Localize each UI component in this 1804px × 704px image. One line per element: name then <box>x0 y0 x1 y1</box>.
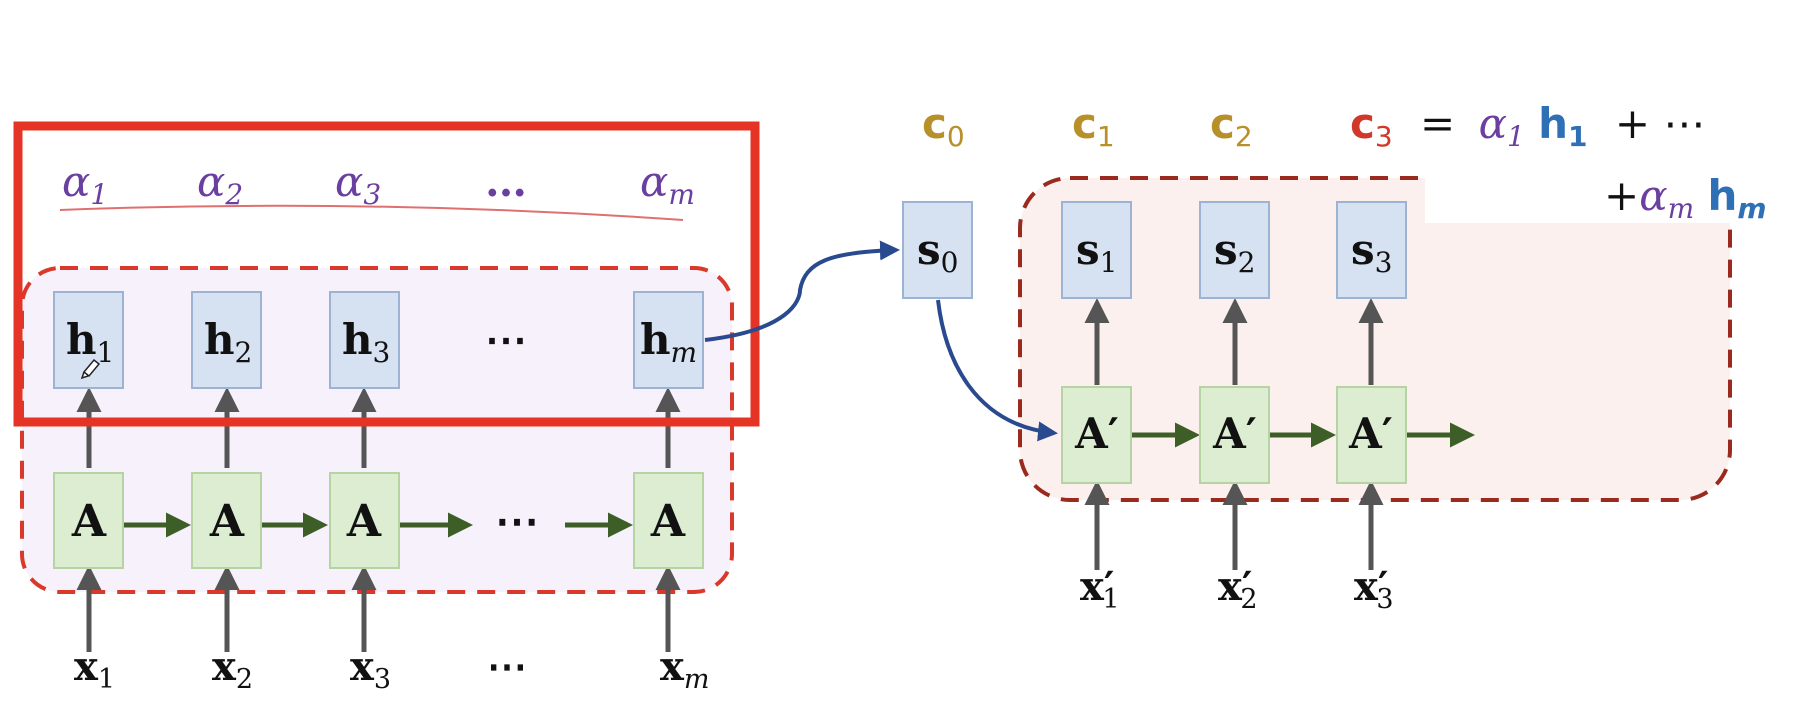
alpha-labels: α1 α2 α3 … αm <box>62 157 695 211</box>
cell-label-m: A <box>650 496 686 547</box>
encoder-input-arrows <box>76 565 681 652</box>
alpha-1: α1 <box>62 157 108 211</box>
dec-cell-label-3: A′ <box>1348 409 1393 458</box>
decoder-input-labels: x′1 x′2 x′3 <box>1080 563 1394 615</box>
dec-state-box-2 <box>1199 201 1270 299</box>
hidden-box-m <box>633 291 704 389</box>
formula-backdrop <box>1425 168 1755 223</box>
x-3: x3 <box>350 643 391 695</box>
cell-box-1 <box>53 472 124 569</box>
formula-line-1: = α1 h1 + ⋯ <box>1420 99 1705 156</box>
h-2: h2 <box>204 315 252 369</box>
hidden-box-2 <box>191 291 262 389</box>
xp-1: x′1 <box>1080 563 1120 615</box>
dec-cell-label-1: A′ <box>1074 409 1119 458</box>
cell-label-1: A <box>71 496 107 547</box>
formula-line-2: +αm hm <box>1604 171 1767 228</box>
pencil-cursor-icon <box>80 358 101 380</box>
c-0: c0 <box>922 99 965 153</box>
decoder-input-arrows <box>1084 480 1384 570</box>
attention-frame <box>13 121 760 427</box>
decoder-cell-boxes <box>1061 386 1407 484</box>
decoder-state-arrows <box>1084 298 1384 385</box>
xp-3: x′3 <box>1354 563 1394 615</box>
x-2: x2 <box>212 643 253 695</box>
c-2: c2 <box>1210 99 1253 153</box>
dec-cell-box-3 <box>1336 386 1407 484</box>
h-m: hm <box>640 315 697 369</box>
s-0: s0 <box>917 225 958 279</box>
cell-box-m <box>633 472 704 569</box>
encoder-state-arrows <box>76 387 681 468</box>
context-labels: c0 c1 c2 c3 <box>922 99 1393 153</box>
dec-state-box-1 <box>1061 201 1132 299</box>
init-state-arrow <box>936 299 1058 442</box>
dec-cell-label-2: A′ <box>1212 409 1257 458</box>
encoder-cell-boxes <box>53 472 704 569</box>
hidden-labels: h1 h2 h3 ⋯ hm <box>66 315 697 369</box>
decoder-state-boxes <box>1061 201 1407 299</box>
h-ellipsis: ⋯ <box>485 315 527 364</box>
h-3: h3 <box>342 315 390 369</box>
alpha-2: α2 <box>197 157 243 211</box>
encoder-hidden-boxes <box>53 291 704 389</box>
c-1: c1 <box>1072 99 1115 153</box>
context-formula: = α1 h1 + ⋯ +αm hm <box>1420 99 1767 228</box>
alpha-underline <box>59 204 684 221</box>
cell-box-3 <box>329 472 400 569</box>
xp-2: x′2 <box>1218 563 1258 615</box>
dec-state-box-3 <box>1336 201 1407 299</box>
c-3: c3 <box>1350 99 1393 153</box>
x-1: x1 <box>74 643 115 695</box>
dec-cell-box-2 <box>1199 386 1270 484</box>
dec-cell-box-1 <box>1061 386 1132 484</box>
s-2: s2 <box>1214 225 1255 279</box>
h-1: h1 <box>66 315 114 369</box>
alpha-ellipsis: … <box>485 157 527 206</box>
decoder-cell-labels: A′ A′ A′ <box>1074 409 1393 458</box>
cell-box-2 <box>191 472 262 569</box>
cell-label-3: A <box>346 496 382 547</box>
alpha-m: αm <box>640 157 695 211</box>
encoder-input-labels: x1 x2 x3 ⋯ xm <box>74 643 709 695</box>
initial-state-box <box>902 201 973 299</box>
cell-label-2: A <box>209 496 245 547</box>
encoder-to-decoder-arrow <box>704 240 900 342</box>
formula-equals: = <box>1420 99 1455 148</box>
decoder-state-labels: s1 s2 s3 <box>1076 225 1392 279</box>
s-1: s1 <box>1076 225 1117 279</box>
x-m: xm <box>660 643 709 695</box>
x-ellipsis: ⋯ <box>487 643 527 690</box>
cell-label-ellipsis: ⋯ <box>495 496 539 547</box>
alpha-3: α3 <box>335 157 381 211</box>
s-3: s3 <box>1351 225 1392 279</box>
hidden-box-3 <box>329 291 400 389</box>
encoder-cell-labels: A A A ⋯ A <box>71 496 686 547</box>
